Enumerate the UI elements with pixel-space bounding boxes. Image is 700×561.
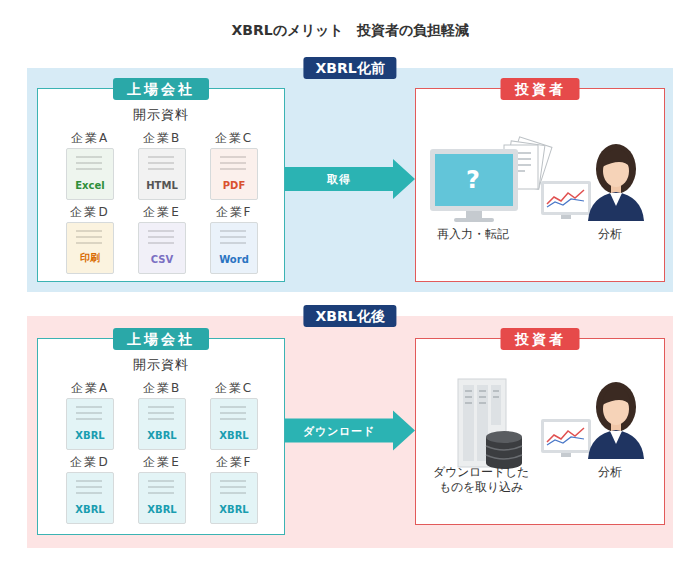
document-paper: Word xyxy=(210,222,258,274)
document-icon: 企業B XBRL xyxy=(129,381,195,451)
box-subheading: 開示資料 xyxy=(38,356,284,374)
group-box: 投資者 xyxy=(415,338,665,525)
document-icon: 企業C PDF xyxy=(201,131,267,201)
document-icon: 企業F XBRL xyxy=(201,455,267,525)
box-subheading: 開示資料 xyxy=(38,106,284,124)
analyst-person xyxy=(544,184,588,212)
database xyxy=(486,431,522,469)
company-name: 企業F xyxy=(201,205,267,220)
company-name: 企業C xyxy=(201,131,267,146)
company-name: 企業B xyxy=(129,381,195,396)
question-mark: ? xyxy=(466,166,480,194)
monitor xyxy=(430,149,518,222)
file-format: CSV xyxy=(139,254,185,265)
group-box: 上場会社開示資料企業AExcel企業BHTML企業CPDF企業D印刷企業ECSV… xyxy=(37,88,285,282)
document-icon: 企業B HTML xyxy=(129,131,195,201)
company-name: 企業C xyxy=(201,381,267,396)
block-arrow xyxy=(285,411,415,451)
document-paper: Excel xyxy=(66,148,114,200)
monitor xyxy=(454,218,494,222)
monitor xyxy=(435,154,513,206)
file-format: XBRL xyxy=(139,430,185,441)
caption: 分析 xyxy=(598,227,622,242)
document-paper: PDF xyxy=(210,148,258,200)
document-paper: XBRL xyxy=(210,472,258,524)
document-icon: 企業D XBRL xyxy=(57,455,123,525)
group-box: 投資者 xyxy=(415,88,665,282)
caption: ダウンロードしたものを取り込み xyxy=(429,465,533,495)
file-format: XBRL xyxy=(211,504,257,515)
box-heading: 投資者 xyxy=(501,328,580,350)
document-icon: 企業E XBRL xyxy=(129,455,195,525)
download-illustration xyxy=(416,339,666,526)
file-format: HTML xyxy=(139,180,185,191)
database xyxy=(486,446,522,459)
document-icon: 企業F Word xyxy=(201,205,267,275)
block-arrow xyxy=(285,159,415,199)
file-format: XBRL xyxy=(67,430,113,441)
file-format: Excel xyxy=(67,180,113,191)
company-name: 企業E xyxy=(129,455,195,470)
analyst-person xyxy=(541,382,644,459)
document-paper: CSV xyxy=(138,222,186,274)
document-paper: XBRL xyxy=(66,472,114,524)
document-icon: 企業A XBRL xyxy=(57,381,123,451)
analyst-person xyxy=(610,193,622,206)
file-format: PDF xyxy=(211,180,257,191)
company-name: 企業A xyxy=(57,381,123,396)
caption: 再入力・転記 xyxy=(437,227,509,242)
company-name: 企業F xyxy=(201,455,267,470)
database xyxy=(486,431,522,443)
analyst-person xyxy=(541,181,591,215)
server xyxy=(465,391,499,403)
document-paper: XBRL xyxy=(66,398,114,450)
reentry-illustration xyxy=(416,89,666,283)
analyst-person xyxy=(602,149,630,167)
document-icon: 企業E CSV xyxy=(129,205,195,275)
document-paper: 印刷 xyxy=(66,222,114,274)
analyst-person xyxy=(596,144,636,194)
document-paper: XBRL xyxy=(138,472,186,524)
box-heading: 上場会社 xyxy=(113,78,209,100)
document-paper: XBRL xyxy=(210,398,258,450)
group-box: 上場会社開示資料企業AXBRL企業BXBRL企業CXBRL企業DXBRL企業EX… xyxy=(37,338,285,535)
company-name: 企業E xyxy=(129,205,195,220)
diagram-title: XBRLのメリット 投資者の負担軽減 xyxy=(231,22,468,40)
analyst-person xyxy=(547,190,584,204)
file-format: XBRL xyxy=(139,504,185,515)
arrow-label: ダウンロード xyxy=(303,423,375,438)
analyst-person xyxy=(588,192,644,221)
company-name: 企業D xyxy=(57,205,123,220)
monitor xyxy=(466,211,482,218)
monitor xyxy=(430,149,518,211)
file-format: Word xyxy=(211,254,257,265)
analyst-person xyxy=(547,199,584,207)
document-paper: HTML xyxy=(138,148,186,200)
document-icon: 企業D 印刷 xyxy=(57,205,123,275)
analyst-person xyxy=(561,215,571,219)
company-name: 企業A xyxy=(57,131,123,146)
caption: 分析 xyxy=(598,465,622,480)
document-icon: 企業C XBRL xyxy=(201,381,267,451)
file-format: XBRL xyxy=(67,504,113,515)
company-name: 企業B xyxy=(129,131,195,146)
file-format: XBRL xyxy=(211,430,257,441)
box-heading: 投資者 xyxy=(501,78,580,100)
file-format: 印刷 xyxy=(67,251,113,265)
document-icon: 企業A Excel xyxy=(57,131,123,201)
box-heading: 上場会社 xyxy=(113,328,209,350)
company-name: 企業D xyxy=(57,455,123,470)
arrow-label: 取得 xyxy=(327,172,351,187)
analyst-person xyxy=(541,144,644,221)
document-paper: XBRL xyxy=(138,398,186,450)
band-heading: XBRL化後 xyxy=(303,305,396,327)
band-heading: XBRL化前 xyxy=(303,57,396,79)
